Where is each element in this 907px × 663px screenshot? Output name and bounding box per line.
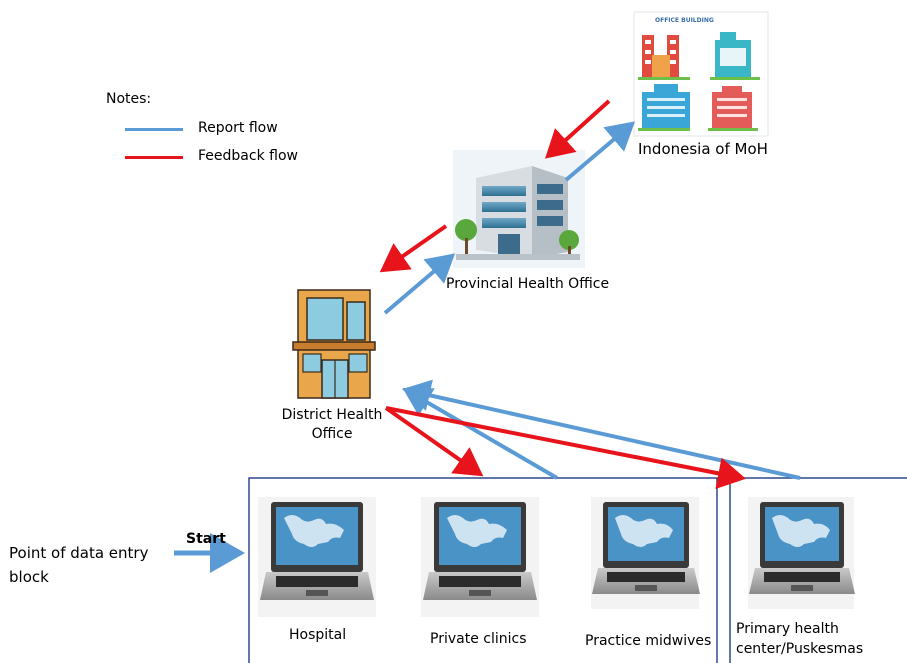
feedback-arrow-provincial-to-district xyxy=(379,224,448,273)
moh-building-icon xyxy=(633,11,769,137)
private-clinics-label: Private clinics xyxy=(430,631,527,647)
report-arrow-district-to-provincial xyxy=(383,253,456,315)
laptop-icon-midwives xyxy=(591,497,700,609)
laptop-icon-hospital xyxy=(258,497,376,617)
notes-title: Notes: xyxy=(106,91,152,107)
start-label: Start xyxy=(186,531,226,547)
feedback-arrow-moh-to-provincial xyxy=(545,99,611,159)
practice-midwives-label: Practice midwives xyxy=(585,633,712,649)
moh-sign-text: OFFICE BUILDING xyxy=(655,17,714,24)
puskesmas-block-box xyxy=(729,477,907,663)
facility-block-box xyxy=(248,477,718,663)
moh-label: Indonesia of MoH xyxy=(638,140,768,158)
provincial-label: Provincial Health Office xyxy=(446,276,610,292)
legend-feedback-line xyxy=(125,156,183,159)
legend-feedback-label: Feedback flow xyxy=(198,148,298,164)
legend-report-line xyxy=(125,128,183,131)
provincial-office-building-icon xyxy=(453,150,585,268)
laptop-icon-puskesmas xyxy=(748,497,855,609)
entry-point-label: Point of data entry block xyxy=(9,544,149,586)
feedback-arrow-district-to-puskesmas xyxy=(385,406,746,490)
hospital-label: Hospital xyxy=(289,627,347,643)
puskesmas-label: Primary health center/Puskesmas xyxy=(736,621,864,657)
district-label: District Health Office xyxy=(281,407,383,442)
district-office-building-icon xyxy=(289,276,391,404)
laptop-icon-private-clinics xyxy=(421,497,539,617)
report-arrow-facilities-to-district xyxy=(402,387,559,480)
report-arrow-provincial-to-moh xyxy=(564,121,636,182)
legend-report-label: Report flow xyxy=(198,120,278,136)
feedback-arrow-district-to-facilities xyxy=(384,406,484,477)
